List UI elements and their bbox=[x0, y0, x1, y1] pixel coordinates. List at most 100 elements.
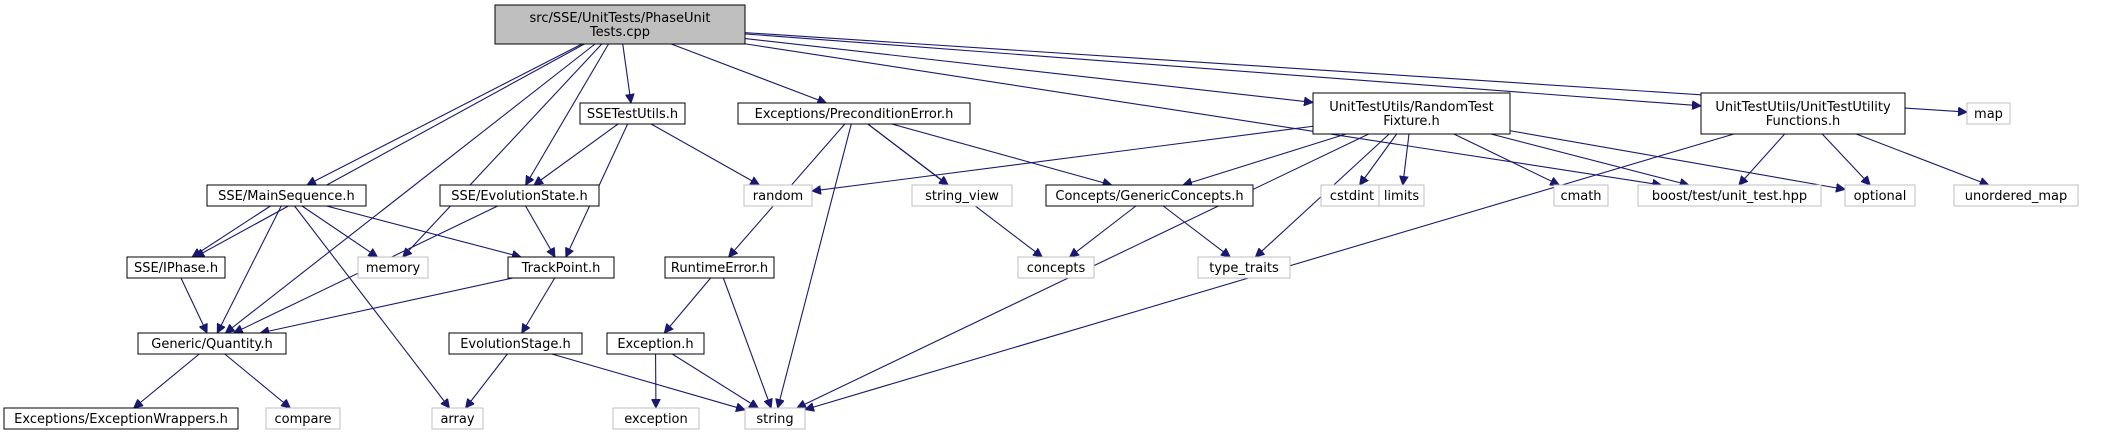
node-label-limits-0: limits bbox=[1384, 189, 1420, 204]
edge-root-to-sse_testutils bbox=[622, 43, 631, 103]
node-evolution_state[interactable]: SSE/EvolutionState.h bbox=[439, 184, 600, 207]
node-box-generic_quantity bbox=[137, 332, 287, 355]
node-generic_concepts[interactable]: Concepts/GenericConcepts.h bbox=[1045, 184, 1254, 207]
node-label-evolution_state-0: SSE/EvolutionState.h bbox=[451, 189, 588, 204]
node-label-root-0: src/SSE/UnitTests/PhaseUnit bbox=[530, 11, 711, 26]
edge-track_point-to-evolution_stage bbox=[522, 277, 556, 333]
edge-root-to-random_test_fixture bbox=[744, 38, 1313, 103]
node-box-exception_h bbox=[606, 332, 705, 355]
edge-evolution_stage-to-array bbox=[466, 353, 508, 408]
node-label-evolution_stage-0: EvolutionStage.h bbox=[460, 337, 571, 352]
node-label-cmath-0: cmath bbox=[1560, 189, 1601, 204]
node-box-string bbox=[744, 407, 806, 430]
node-box-random bbox=[743, 184, 813, 207]
edge-main_sequence-to-generic_quantity bbox=[216, 205, 282, 333]
node-exception_h[interactable]: Exception.h bbox=[606, 332, 705, 355]
node-box-unordered_map bbox=[1953, 184, 2079, 207]
edge-random_test_fixture-to-generic_concepts bbox=[1183, 133, 1347, 185]
node-string: string bbox=[744, 407, 806, 430]
node-generic_quantity[interactable]: Generic/Quantity.h bbox=[137, 332, 287, 355]
edge-main_sequence-to-memory bbox=[301, 205, 377, 257]
node-track_point[interactable]: TrackPoint.h bbox=[507, 256, 615, 279]
node-box-memory bbox=[357, 256, 429, 279]
node-label-exception-0: exception bbox=[624, 412, 688, 427]
edge-sse_testutils-to-random bbox=[650, 123, 759, 185]
node-label-generic_quantity-0: Generic/Quantity.h bbox=[151, 337, 273, 352]
node-label-cstdint-0: cstdint bbox=[1330, 189, 1374, 204]
node-main_sequence[interactable]: SSE/MainSequence.h bbox=[206, 184, 367, 207]
node-label-sse_testutils-0: SSETestUtils.h bbox=[587, 107, 678, 122]
node-label-memory-0: memory bbox=[366, 261, 421, 276]
node-box-precondition_error bbox=[737, 102, 971, 125]
node-layer: src/SSE/UnitTests/PhaseUnitTests.cppSSET… bbox=[3, 4, 2079, 430]
node-iphase[interactable]: SSE/IPhase.h bbox=[126, 256, 226, 279]
node-box-generic_concepts bbox=[1045, 184, 1254, 207]
node-evolution_stage[interactable]: EvolutionStage.h bbox=[448, 332, 583, 355]
node-label-type_traits-0: type_traits bbox=[1209, 261, 1279, 276]
node-box-cmath bbox=[1553, 184, 1609, 207]
node-box-unit_test_utility_functions bbox=[1700, 92, 1906, 135]
node-box-limits bbox=[1378, 184, 1425, 207]
edge-precondition_error-to-string bbox=[778, 123, 852, 408]
node-sse_testutils[interactable]: SSETestUtils.h bbox=[579, 102, 686, 125]
node-cstdint: cstdint bbox=[1320, 184, 1384, 207]
node-exception: exception bbox=[612, 407, 700, 430]
edge-root-to-iphase bbox=[195, 43, 585, 257]
edge-sse_testutils-to-evolution_state bbox=[534, 123, 619, 185]
node-runtime_error[interactable]: RuntimeError.h bbox=[664, 256, 775, 279]
node-box-evolution_state bbox=[439, 184, 600, 207]
node-label-unit_test_hpp-0: boost/test/unit_test.hpp bbox=[1652, 189, 1807, 204]
edge-runtime_error-to-exception_h bbox=[664, 277, 712, 333]
edge-generic_concepts-to-type_traits bbox=[1162, 205, 1230, 257]
edge-track_point-to-generic_quantity bbox=[260, 277, 513, 333]
edge-generic_quantity-to-compare bbox=[224, 353, 291, 408]
node-limits: limits bbox=[1378, 184, 1425, 207]
edge-main_sequence-to-track_point bbox=[326, 205, 521, 257]
node-box-track_point bbox=[507, 256, 615, 279]
node-label-unit_test_utility_functions-0: UnitTestUtils/UnitTestUtility bbox=[1715, 100, 1891, 115]
node-box-array bbox=[431, 407, 484, 430]
node-memory: memory bbox=[357, 256, 429, 279]
edge-random_test_fixture-to-random bbox=[812, 125, 1314, 191]
edge-evolution_state-to-track_point bbox=[525, 205, 555, 257]
node-box-runtime_error bbox=[664, 256, 775, 279]
node-label-exception_h-0: Exception.h bbox=[617, 337, 693, 352]
node-label-string_view-0: string_view bbox=[925, 189, 999, 204]
edge-root-to-unit_test_utility_functions bbox=[744, 33, 1701, 106]
node-type_traits: type_traits bbox=[1197, 256, 1291, 279]
node-label-random-0: random bbox=[753, 189, 803, 204]
node-box-type_traits bbox=[1197, 256, 1291, 279]
node-label-generic_concepts-0: Concepts/GenericConcepts.h bbox=[1055, 189, 1243, 204]
node-box-iphase bbox=[126, 256, 226, 279]
node-precondition_error[interactable]: Exceptions/PreconditionError.h bbox=[737, 102, 971, 125]
node-label-track_point-0: TrackPoint.h bbox=[521, 261, 601, 276]
edge-unit_test_utility_functions-to-unit_test_hpp bbox=[1739, 133, 1786, 185]
node-compare: compare bbox=[265, 407, 341, 430]
edge-random_test_fixture-to-unit_test_hpp bbox=[1490, 133, 1689, 185]
node-label-iphase-0: SSE/IPhase.h bbox=[134, 261, 218, 276]
node-label-root-1: Tests.cpp bbox=[589, 25, 650, 40]
node-exception_wrappers[interactable]: Exceptions/ExceptionWrappers.h bbox=[3, 407, 239, 430]
edge-root-to-evolution_state bbox=[526, 43, 610, 185]
node-random: random bbox=[743, 184, 813, 207]
node-optional: optional bbox=[1844, 184, 1916, 207]
node-unordered_map: unordered_map bbox=[1953, 184, 2079, 207]
node-label-compare-0: compare bbox=[274, 412, 331, 427]
edge-exception_h-to-string bbox=[671, 353, 758, 408]
edge-root-to-precondition_error bbox=[671, 43, 826, 103]
node-string_view: string_view bbox=[911, 184, 1013, 207]
node-label-random_test_fixture-1: Fixture.h bbox=[1383, 114, 1440, 129]
node-box-main_sequence bbox=[206, 184, 367, 207]
edge-main_sequence-to-iphase bbox=[192, 205, 271, 257]
node-label-random_test_fixture-0: UnitTestUtils/RandomTest bbox=[1329, 100, 1493, 115]
edge-random_test_fixture-to-limits bbox=[1403, 133, 1410, 185]
node-cmath: cmath bbox=[1553, 184, 1609, 207]
edge-iphase-to-generic_quantity bbox=[180, 277, 207, 333]
node-label-concepts-0: concepts bbox=[1027, 261, 1086, 276]
edge-evolution_stage-to-string bbox=[551, 353, 745, 410]
node-box-compare bbox=[265, 407, 341, 430]
